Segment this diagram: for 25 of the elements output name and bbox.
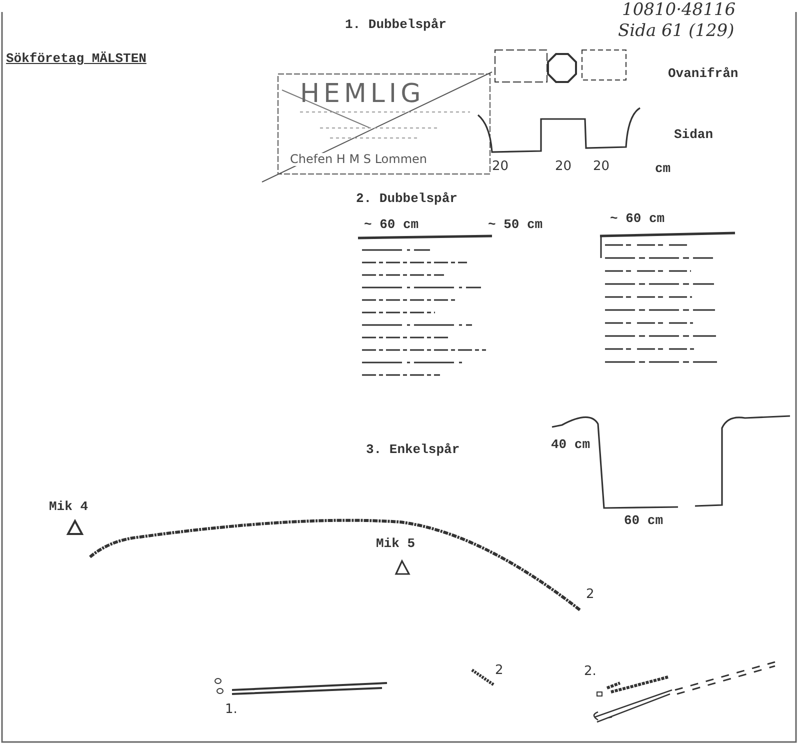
dimension-label: ~ 60 cm bbox=[364, 218, 419, 232]
view-label: Ovanifrån bbox=[668, 67, 738, 82]
callout-number: 2. bbox=[584, 665, 596, 680]
dimension-label: 20 bbox=[593, 160, 610, 174]
page-heading: Sökföretag MÄLSTEN bbox=[6, 52, 146, 66]
dimension-label: 20 bbox=[492, 160, 509, 174]
dimension-label: cm bbox=[655, 162, 671, 176]
section-heading: 1. Dubbelspår bbox=[345, 18, 446, 32]
callout-number: 2 bbox=[495, 664, 504, 678]
microphone-label: Mik 5 bbox=[376, 537, 416, 552]
handwritten-reference: 10810·48116 bbox=[622, 1, 736, 20]
dimension-label: 20 bbox=[555, 160, 572, 174]
callout-number: 1. bbox=[225, 703, 238, 718]
callout-number: 2 bbox=[586, 588, 594, 602]
stamp-text: HEMLIG bbox=[300, 80, 425, 109]
microphone-label: Mik 4 bbox=[49, 500, 88, 514]
stamp-text: Chefen H M S Lommen bbox=[290, 153, 428, 166]
dimension-label: 40 cm bbox=[551, 438, 590, 452]
dimension-label: ~ 60 cm bbox=[610, 212, 665, 226]
section-heading: 3. Enkelspår bbox=[366, 443, 460, 458]
dimension-label: ~ 50 cm bbox=[488, 218, 543, 232]
page-number: Sida 61 (129) bbox=[618, 22, 734, 41]
dimension-label: 60 cm bbox=[624, 514, 664, 528]
view-label: Sidan bbox=[674, 128, 714, 142]
section-heading: 2. Dubbelspår bbox=[356, 192, 458, 206]
